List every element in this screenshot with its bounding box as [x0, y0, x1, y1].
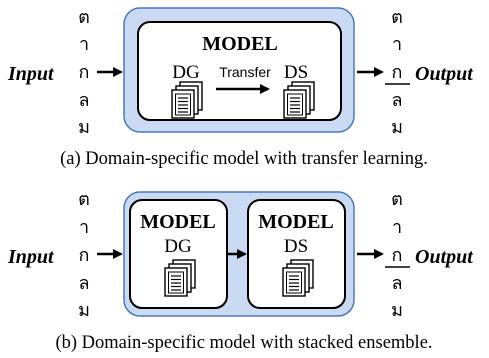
caption-b: (b) Domain-specific model with stacked e…: [55, 333, 432, 353]
thai-char: ม: [78, 300, 90, 321]
model-title: MODEL: [140, 211, 216, 233]
output-label: Output: [415, 63, 474, 85]
thai-char: ล: [391, 273, 402, 294]
model-title: MODEL: [202, 33, 278, 55]
thai-char: ต: [78, 189, 90, 210]
thai-char: ม: [391, 117, 403, 138]
transfer-label: Transfer: [219, 64, 271, 80]
panel-a: ต า ก ล ม Input MODEL DG Transfer DS ต า…: [7, 7, 474, 169]
thai-char: า: [79, 217, 89, 238]
model-box-dg: [129, 199, 228, 309]
thai-char: ก: [79, 245, 90, 266]
thai-char: ล: [391, 90, 402, 111]
thai-char: ต: [391, 7, 403, 28]
model-title: MODEL: [258, 211, 334, 233]
thai-char: ล: [78, 90, 89, 111]
panel-b: ต า ก ล ม Input MODEL DG MODEL DS ต า ก …: [7, 189, 474, 353]
thai-char: า: [392, 217, 402, 238]
panel-a-output-chars: ต า ก ล ม: [391, 7, 403, 138]
document-stack-icon: [164, 259, 196, 297]
thai-char: ม: [78, 117, 90, 138]
input-label: Input: [7, 63, 55, 85]
dg-label: DG: [164, 236, 192, 257]
thai-char: า: [392, 34, 402, 55]
thai-char: ล: [78, 273, 89, 294]
output-label: Output: [415, 246, 474, 268]
thai-char: า: [79, 34, 89, 55]
ds-label: DS: [284, 62, 308, 83]
thai-char: ก: [79, 62, 90, 83]
panel-b-output-chars: ต า ก ล ม: [391, 189, 403, 321]
thai-char: ก: [392, 245, 403, 266]
caption-a: (a) Domain-specific model with transfer …: [60, 149, 428, 169]
document-stack-icon: [282, 259, 314, 297]
document-stack-icon: [283, 81, 315, 119]
dg-label: DG: [172, 62, 200, 83]
document-stack-icon: [171, 81, 203, 119]
ds-label: DS: [284, 236, 308, 257]
thai-char: ต: [391, 189, 403, 210]
model-box-ds: [247, 199, 346, 309]
input-label: Input: [7, 246, 55, 268]
panel-b-input-chars: ต า ก ล ม: [78, 189, 90, 321]
thai-char: ก: [392, 62, 403, 83]
panel-a-input-chars: ต า ก ล ม: [78, 7, 90, 138]
thai-char: ต: [78, 7, 90, 28]
thai-char: ม: [391, 300, 403, 321]
